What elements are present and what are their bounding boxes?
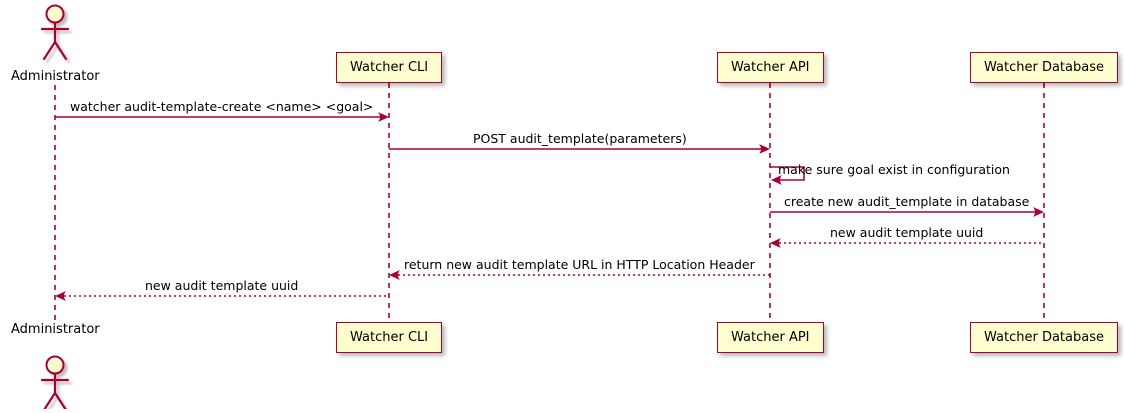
actor-head-icon [45,4,65,24]
message-line-3 [770,166,805,181]
actor-right-leg-line [53,391,68,412]
actor-label-administrator-bottom[interactable]: Administrator [11,322,100,337]
actor-left-leg-line [42,40,57,61]
message-label-3: make sure goal exist in configuration [778,162,1010,177]
arrow-head-icon [759,144,770,154]
arrow-head-icon [55,291,66,301]
arrow-head-icon [771,175,782,185]
message-label-6: return new audit template URL in HTTP Lo… [404,257,755,272]
arrow-head-icon [389,270,400,280]
message-label-7: new audit template uuid [145,278,299,293]
actor-figure-administrator-bottom[interactable] [40,355,70,412]
actor-label-administrator-top[interactable]: Administrator [11,69,100,84]
arrow-head-icon [1033,207,1044,217]
participant-box-watcher-cli-top[interactable]: Watcher CLI [336,52,443,83]
arrow-head-icon [770,238,781,248]
actor-left-leg-line [42,391,57,412]
actor-right-leg-line [53,40,68,61]
participant-box-watcher-api-bottom[interactable]: Watcher API [717,322,824,353]
actor-figures-group [40,4,70,412]
message-label-1: watcher audit-template-create <name> <go… [70,99,374,114]
arrow-head-icon [378,112,389,122]
actor-figure-administrator-top[interactable] [40,4,70,61]
participant-box-watcher-database-bottom[interactable]: Watcher Database [970,322,1118,353]
message-label-5: new audit template uuid [830,225,984,240]
participant-box-watcher-api-top[interactable]: Watcher API [717,52,824,83]
participant-box-watcher-database-top[interactable]: Watcher Database [970,52,1118,83]
actor-head-icon [45,355,65,375]
message-label-4: create new audit_template in database [784,194,1030,209]
arrows-group [55,112,1044,301]
message-label-2: POST audit_template(parameters) [473,131,687,146]
participant-box-watcher-cli-bottom[interactable]: Watcher CLI [336,322,443,353]
